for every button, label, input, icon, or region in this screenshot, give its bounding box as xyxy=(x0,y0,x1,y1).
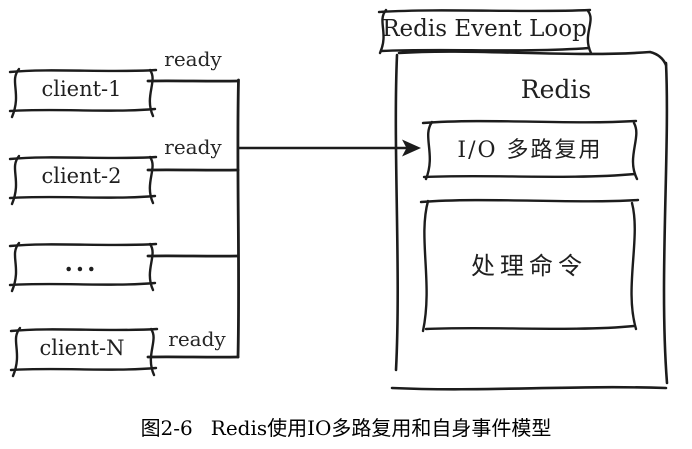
ready-label-client-2: ready xyxy=(164,135,222,159)
figure-caption: 图2-6 Redis使用IO多路复用和自身事件模型 xyxy=(0,411,692,441)
arrowhead-icon xyxy=(402,139,421,157)
client-n-label: client-N xyxy=(39,335,125,360)
figure-caption-text: Redis使用IO多路复用和自身事件模型 xyxy=(210,415,552,440)
ready-label-client-1: ready xyxy=(164,47,222,71)
event-loop-title: Redis Event Loop xyxy=(382,16,587,42)
clients-ellipsis-label: ... xyxy=(64,248,99,277)
command-processing-label: 处理命令 xyxy=(471,251,587,280)
client-2-label: client-2 xyxy=(41,163,122,188)
redis-event-loop-container xyxy=(390,50,669,391)
flow-arrow xyxy=(237,139,421,157)
client-1-label: client-1 xyxy=(41,76,122,101)
figure-caption-number: 图2-6 xyxy=(140,415,193,440)
io-multiplexing-label: I/O 多路复用 xyxy=(457,137,603,163)
event-bus-line xyxy=(236,78,241,359)
ready-label-client-n: ready xyxy=(168,327,226,351)
redis-server-label: Redis xyxy=(520,74,592,104)
